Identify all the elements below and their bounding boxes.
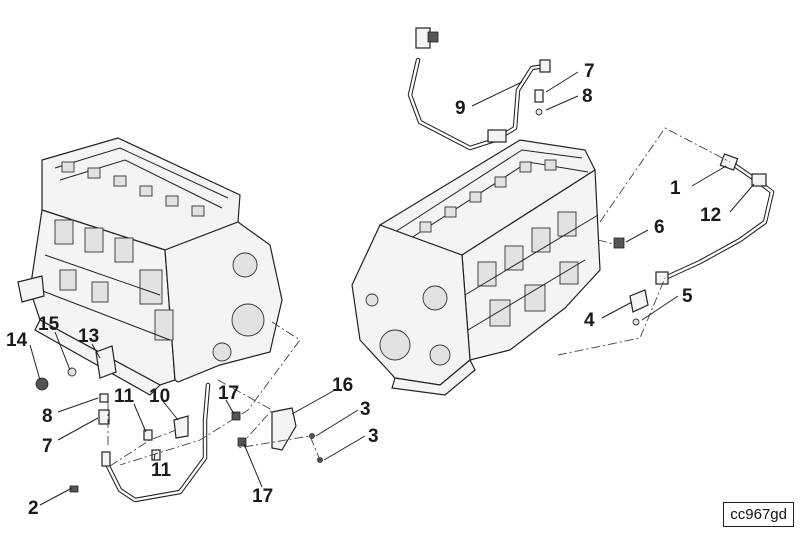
reference-lines [107,127,731,467]
callout-13: 13 [78,326,99,347]
pipe-assembly-12 [613,153,775,326]
callout-4: 4 [584,310,595,331]
callout-17-upper: 17 [218,383,239,404]
callout-7-right: 7 [584,61,595,82]
callout-15: 15 [38,314,60,335]
reference-code: cc967gd [723,502,794,527]
callout-17-lower: 17 [252,486,273,507]
callout-8-right: 8 [582,86,593,107]
callout-11-upper: 11 [114,386,135,407]
callout-9: 9 [455,98,466,119]
left-engine-block [17,137,283,396]
leader-lines [29,71,755,506]
callout-10: 10 [149,386,170,407]
callout-8-left: 8 [42,406,53,427]
callout-labels: 14 15 13 8 7 11 10 11 2 17 17 16 3 3 9 7… [6,61,721,519]
callout-16: 16 [332,375,353,396]
callout-6: 6 [654,217,665,238]
callout-11-lower: 11 [151,460,172,481]
pipe-assembly-2 [35,345,323,503]
callout-3-lower: 3 [368,426,379,447]
wiring-harness [407,27,551,151]
callout-1: 1 [670,178,681,199]
callout-2: 2 [28,498,39,519]
callout-3-upper: 3 [360,399,371,420]
callout-14: 14 [6,330,28,351]
right-engine-block [351,139,601,396]
callout-7-left: 7 [42,436,53,457]
callout-12: 12 [700,205,721,226]
callout-5: 5 [682,286,693,307]
